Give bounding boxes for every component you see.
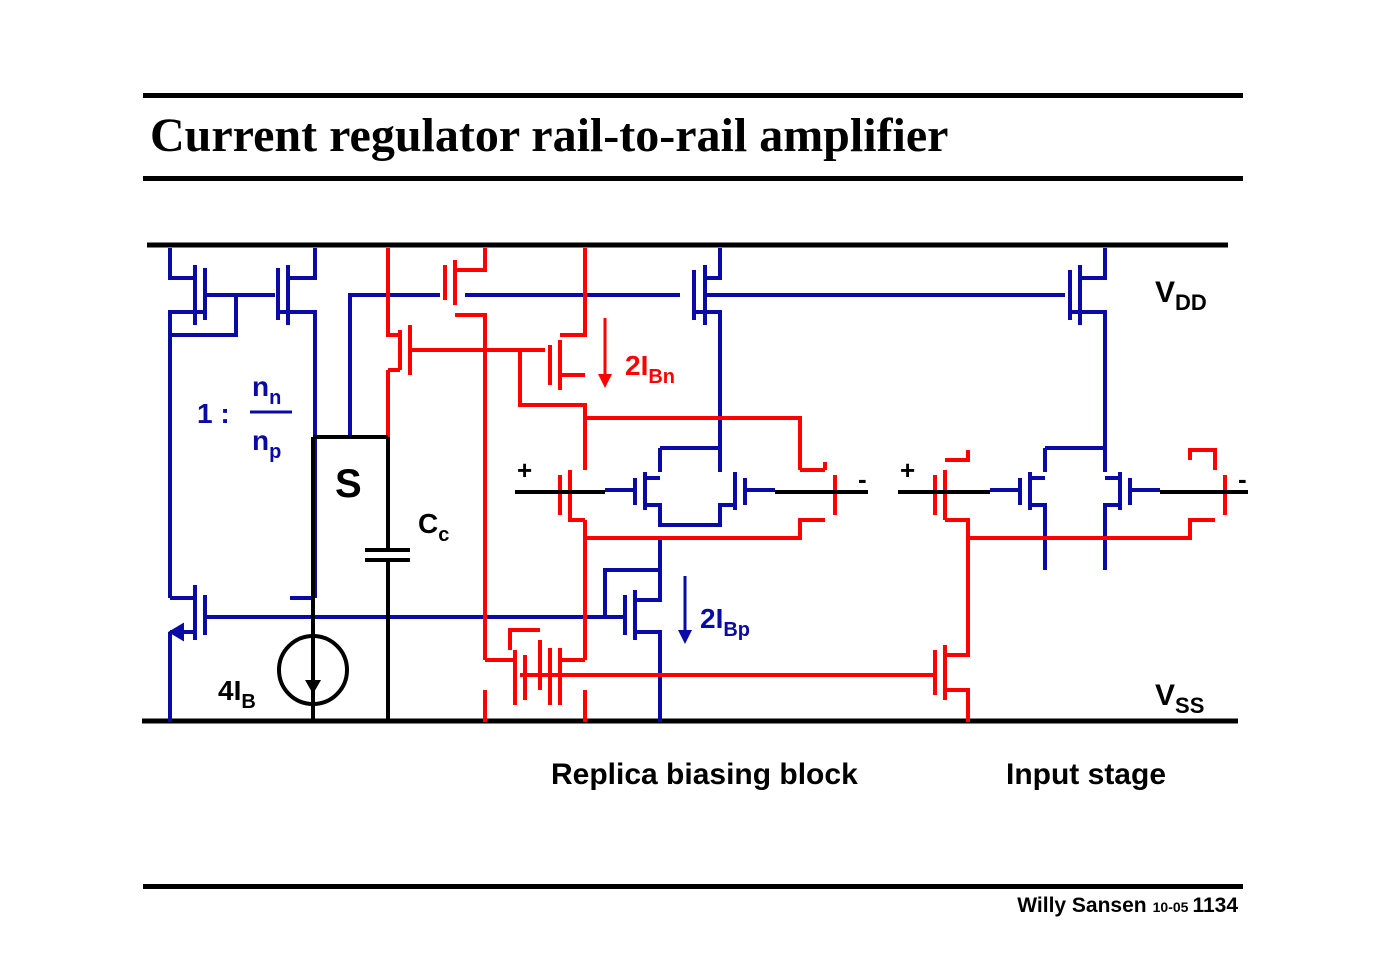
slide-date: 10-05 [1152,899,1189,915]
title-bottom-rule [143,176,1243,181]
current-arrow-p [678,576,692,644]
replica-block-label: Replica biasing block [551,758,858,791]
red-circuit [386,248,1227,722]
ratio-numerator: nn [252,371,281,409]
input-minus-replica: - [858,464,867,494]
page-number: 1134 [1192,894,1238,917]
s-block-label: S [335,462,362,506]
current-p-label: 2IBp [700,603,750,641]
input-plus-stage: + [900,455,915,485]
input-plus-replica: + [517,455,532,485]
blue-circuit [168,248,1160,722]
title-top-rule [143,93,1243,98]
ratio-prefix: 1 : [197,398,230,429]
current-source [277,634,349,706]
slide-title: Current regulator rail-to-rail amplifier [150,109,949,162]
input-stage-label: Input stage [1006,758,1166,791]
ratio-denominator: np [252,425,281,463]
author-name: Willy Sansen [1017,894,1147,917]
vdd-label: VDD [1155,276,1207,315]
current-source-label: 4IB [218,675,256,713]
supply-rails [142,242,1238,724]
current-n-label: 2IBn [625,350,675,388]
current-arrow-n [598,318,612,388]
footer-rule [143,884,1243,889]
vss-label: VSS [1155,679,1204,718]
cap-label: Cc [418,508,449,546]
input-minus-stage: - [1238,464,1247,494]
